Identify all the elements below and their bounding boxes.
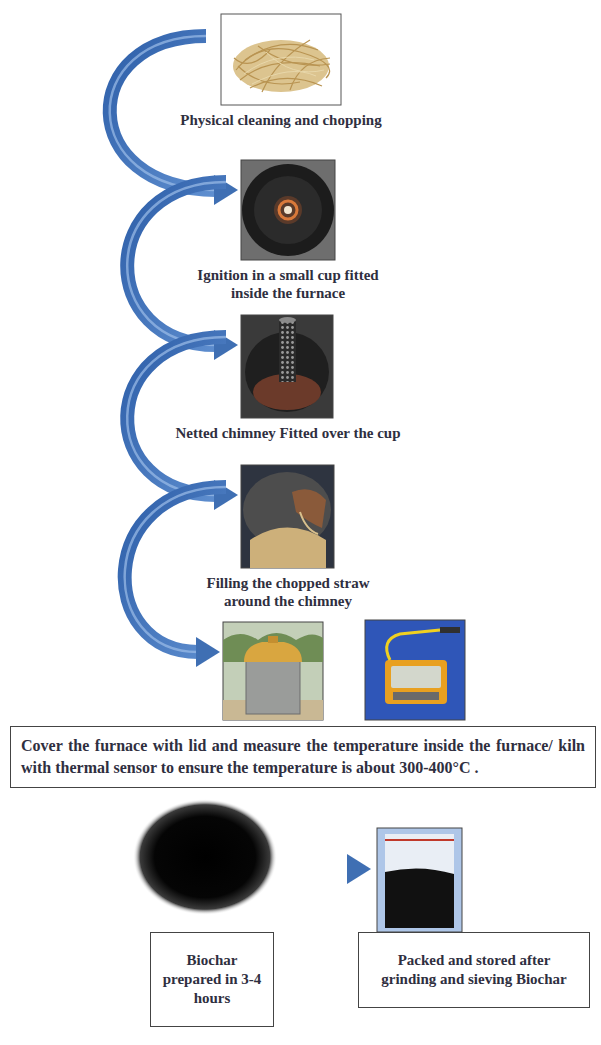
arrow-shaft [127,182,226,345]
photo-space [190,160,386,260]
box-text: Cover the furnace with lid and measure t… [21,735,585,779]
filling-photo [241,465,334,568]
arrow-highlight [127,337,226,495]
photo-space [10,620,596,726]
bag-photo [377,828,462,932]
process-box: Biochar prepared in 3-4 hours [150,800,274,1027]
process-box: Packed and stored after grinding and sie… [358,800,590,1008]
arrow-highlight [127,182,226,345]
arrow-head [196,637,220,667]
photo-space [150,315,426,418]
process-box: Cover the furnace with lid and measure t… [10,620,596,788]
flow-arrow [283,854,371,884]
step-node: Netted chimney Fitted over the cup [150,315,426,442]
photo-space [187,465,389,568]
straw-photo [221,14,341,105]
box-text: Biochar prepared in 3-4 hours [157,951,267,1008]
photo-space [150,800,274,932]
step-caption: Physical cleaning and chopping [151,111,411,129]
box-text: Packed and stored after grinding and sie… [369,951,579,989]
text-frame: Biochar prepared in 3-4 hours [150,932,274,1027]
step-node: Filling the chopped straw around the chi… [187,465,389,610]
arrow-shaft [127,337,226,495]
chimney-photo [241,315,333,418]
kiln-photo [223,622,323,720]
ignition-photo [241,160,335,260]
arrow-highlight [125,487,226,652]
biochar-heap [133,799,277,915]
step-caption: Filling the chopped straw around the chi… [187,574,389,610]
arrow-shaft [283,862,349,876]
arrow-head [347,854,371,884]
step-caption: Ignition in a small cup fitted inside th… [190,266,386,302]
thermometer-photo [365,620,465,720]
photo-space [151,14,411,105]
text-frame: Cover the furnace with lid and measure t… [10,726,596,788]
step-node: Physical cleaning and chopping [151,14,411,129]
arrow-shaft [125,487,226,652]
text-frame: Packed and stored after grinding and sie… [358,932,590,1008]
step-caption: Netted chimney Fitted over the cup [150,424,426,442]
photo-space [358,800,590,932]
step-node: Ignition in a small cup fitted inside th… [190,160,386,302]
